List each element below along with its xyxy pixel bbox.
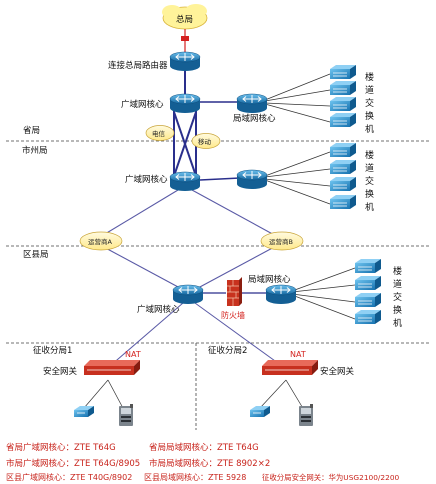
city-wan-core-router bbox=[169, 171, 201, 192]
svg-text:道: 道 bbox=[365, 84, 374, 96]
cloud-telecom-label: 电信 bbox=[152, 129, 166, 138]
cloud-carrier-b-label: 运营商B bbox=[269, 237, 293, 246]
branch1-security-gateway-label: 安全网关 bbox=[43, 366, 78, 377]
hq-link-connector bbox=[181, 36, 189, 41]
branch1-fanout bbox=[83, 379, 125, 411]
firewall-icon bbox=[227, 277, 242, 306]
hq-label: 总局 bbox=[176, 14, 193, 25]
svg-text:换: 换 bbox=[365, 110, 374, 122]
prov-building-switch-1 bbox=[329, 64, 357, 80]
legend-city-wan: 市局广域网核心：ZTE T64G/8905 bbox=[6, 459, 141, 469]
prov-wan-label: 广域网核心 bbox=[121, 99, 164, 110]
link-city-wan-lan bbox=[199, 177, 241, 181]
cloud-telecom bbox=[145, 125, 175, 141]
cloud-carrier-b bbox=[260, 231, 304, 251]
city-building-switch-2 bbox=[329, 159, 357, 175]
city-wan-label: 广域网核心 bbox=[125, 174, 168, 185]
prov-building-switch-3 bbox=[329, 96, 357, 112]
level-label-province: 省局 bbox=[23, 125, 40, 136]
prov-lan-label: 局域网核心 bbox=[233, 113, 276, 124]
city-lan-core-router bbox=[236, 169, 268, 190]
hq-connect-router bbox=[169, 51, 201, 72]
district-lan-fanout bbox=[291, 267, 356, 320]
district-wan-label: 广域网核心 bbox=[137, 304, 180, 315]
branch1-pc-icon bbox=[73, 405, 95, 418]
svg-text:换: 换 bbox=[393, 304, 402, 316]
prov-lan-core-router bbox=[236, 93, 268, 114]
level-label-branch1: 征收分局1 bbox=[33, 345, 72, 356]
district-building-switch-3 bbox=[354, 292, 382, 308]
prov-building-switch-2 bbox=[329, 80, 357, 96]
city-building-switch-4 bbox=[329, 194, 357, 210]
legend-prov-lan: 省局局域网核心：ZTE T64G bbox=[149, 443, 259, 453]
firewall-label: 防火墙 bbox=[221, 310, 245, 320]
svg-text:道: 道 bbox=[393, 278, 402, 290]
legend-city-lan: 市局局域网核心：ZTE 8902×2 bbox=[149, 459, 271, 469]
svg-text:楼: 楼 bbox=[393, 265, 402, 277]
legend-district-lan: 区县局域网核心：ZTE 5928 bbox=[144, 473, 247, 482]
prov-lan-fanout bbox=[264, 73, 331, 123]
legend-prov-wan: 省局广域网核心：ZTE T64G bbox=[6, 443, 116, 453]
svg-text:交: 交 bbox=[365, 97, 374, 109]
legend-district-wan: 区县广域网核心：ZTE T40G/8902 bbox=[6, 473, 133, 482]
level-label-district: 区县局 bbox=[23, 250, 49, 260]
svg-text:换: 换 bbox=[365, 188, 374, 200]
cloud-carrier-a bbox=[79, 231, 123, 251]
city-lan-fanout bbox=[264, 151, 331, 205]
svg-text:楼: 楼 bbox=[365, 71, 374, 83]
branch1-security-gateway bbox=[84, 360, 140, 375]
svg-text:道: 道 bbox=[365, 162, 374, 174]
city-building-switch-3 bbox=[329, 176, 357, 192]
branch2-security-gateway bbox=[262, 360, 318, 375]
district-lan-label: 局域网核心 bbox=[248, 274, 291, 285]
branch1-nat-label: NAT bbox=[125, 350, 141, 359]
prov-building-switch-label: 楼 道 交 换 机 bbox=[365, 71, 374, 135]
svg-text:机: 机 bbox=[393, 317, 402, 329]
hq-router-label: 连接总局路由器 bbox=[108, 60, 168, 71]
cloud-mobile-label: 移动 bbox=[198, 137, 212, 146]
svg-text:楼: 楼 bbox=[365, 149, 374, 161]
cloud-mobile bbox=[191, 133, 221, 149]
city-building-switch-label: 楼 道 交 换 机 bbox=[365, 149, 374, 213]
branch2-security-gateway-label: 安全网关 bbox=[320, 366, 355, 377]
branch2-server-icon bbox=[299, 404, 313, 426]
links-city-carriers bbox=[99, 189, 279, 289]
district-building-switch-1 bbox=[354, 258, 382, 274]
city-building-switch-1 bbox=[329, 142, 357, 158]
branch2-fanout bbox=[259, 379, 305, 411]
svg-text:机: 机 bbox=[365, 201, 374, 213]
svg-text:交: 交 bbox=[393, 291, 402, 303]
district-building-switch-4 bbox=[354, 309, 382, 325]
district-building-switch-label: 楼 道 交 换 机 bbox=[393, 265, 402, 329]
cloud-carrier-a-label: 运营商A bbox=[88, 237, 113, 246]
prov-wan-core-router bbox=[169, 93, 201, 114]
branch1-server-icon bbox=[119, 404, 133, 426]
district-wan-core-router bbox=[172, 284, 204, 305]
level-label-branch2: 征收分局2 bbox=[208, 345, 247, 356]
svg-text:交: 交 bbox=[365, 175, 374, 187]
branch2-nat-label: NAT bbox=[290, 350, 306, 359]
svg-text:机: 机 bbox=[365, 123, 374, 135]
trunk-prov-city bbox=[173, 110, 197, 178]
prov-building-switch-4 bbox=[329, 112, 357, 128]
level-label-city: 市州局 bbox=[22, 145, 48, 156]
legend-branch-gateway: 征收分局安全网关：华为USG2100/2200 bbox=[262, 473, 400, 482]
branch2-pc-icon bbox=[249, 405, 271, 418]
district-lan-core-router bbox=[265, 284, 297, 305]
links-district-branches bbox=[109, 302, 283, 367]
district-building-switch-2 bbox=[354, 275, 382, 291]
